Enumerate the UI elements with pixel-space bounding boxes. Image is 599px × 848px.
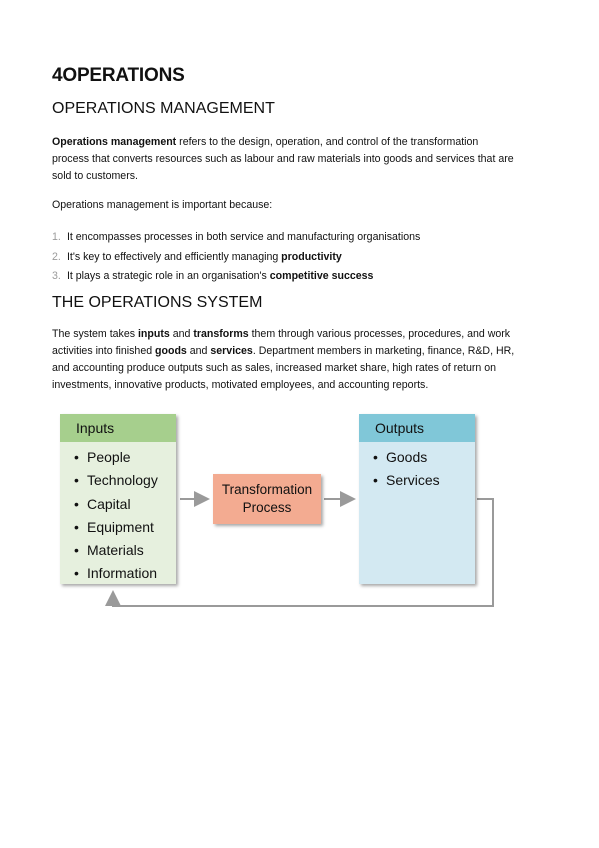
para-text: and: [186, 345, 211, 357]
output-item: Services: [373, 469, 440, 492]
bold-services: services: [210, 345, 253, 357]
transform-label-line2: Process: [242, 500, 292, 515]
section-heading-operations-management: OPERATIONS MANAGEMENT: [52, 100, 275, 117]
inputs-box: Inputs People Technology Capital Equipme…: [60, 414, 176, 584]
list-text: It plays a strategic role in an organisa…: [66, 270, 270, 282]
bold-transforms: transforms: [193, 328, 249, 340]
outputs-title: Outputs: [375, 420, 425, 436]
list-item: 2. It's key to effectively and efficient…: [52, 248, 420, 268]
transformation-process-box: Transformation Process: [213, 474, 321, 524]
para-text: and accounting produce outputs such as s…: [52, 362, 497, 374]
list-item: 3. It plays a strategic role in an organ…: [52, 267, 420, 287]
bold-goods: goods: [155, 345, 187, 357]
transform-label-line1: Transformation: [221, 482, 313, 497]
outputs-box: Outputs Goods Services: [359, 414, 475, 584]
list-bold: competitive success: [269, 270, 374, 282]
input-item: Equipment: [74, 516, 158, 539]
definition-paragraph: Operations management refers to the desi…: [52, 134, 552, 185]
para-text: The system takes: [52, 328, 138, 340]
term-bold: Operations management: [52, 136, 177, 148]
para-text: sold to customers.: [52, 170, 138, 182]
list-number: 1.: [52, 231, 61, 243]
para-text: refers to the design, operation, and con…: [176, 136, 479, 148]
list-bold: productivity: [281, 250, 342, 263]
inputs-title: Inputs: [76, 420, 115, 436]
feedback-loop-arrow: [105, 498, 494, 607]
section-heading-operations-system: THE OPERATIONS SYSTEM: [52, 294, 263, 311]
para-text: and: [169, 328, 194, 340]
list-item: 1. It encompasses processes in both serv…: [52, 228, 420, 248]
inputs-list: People Technology Capital Equipment Mate…: [74, 446, 158, 586]
para-text: them through various processes, procedur…: [248, 328, 511, 340]
page-title: 4OPERATIONS: [52, 65, 185, 86]
system-paragraph: The system takes inputs and transforms t…: [52, 326, 552, 394]
list-text: It encompasses processes in both service…: [66, 231, 421, 243]
para-text: investments, innovative products, motiva…: [52, 379, 429, 391]
output-item: Goods: [373, 446, 440, 469]
input-item: Information: [74, 562, 158, 585]
importance-list: 1. It encompasses processes in both serv…: [52, 228, 420, 287]
list-text: It's key to effectively and efficiently …: [66, 250, 282, 263]
input-item: Materials: [74, 539, 158, 562]
input-item: Technology: [74, 469, 158, 492]
list-number: 3.: [52, 270, 61, 282]
input-item: People: [74, 446, 158, 469]
para-text: process that converts resources such as …: [52, 153, 514, 165]
outputs-list: Goods Services: [373, 446, 440, 493]
bold-inputs: inputs: [137, 328, 170, 340]
para-text: . Department members in marketing, finan…: [252, 345, 515, 357]
outputs-header: Outputs: [359, 414, 475, 442]
importance-paragraph: Operations management is important becau…: [52, 199, 273, 211]
list-number: 2.: [52, 250, 61, 263]
para-text: activities into finished: [52, 345, 156, 357]
inputs-header: Inputs: [60, 414, 176, 442]
input-item: Capital: [74, 493, 158, 516]
